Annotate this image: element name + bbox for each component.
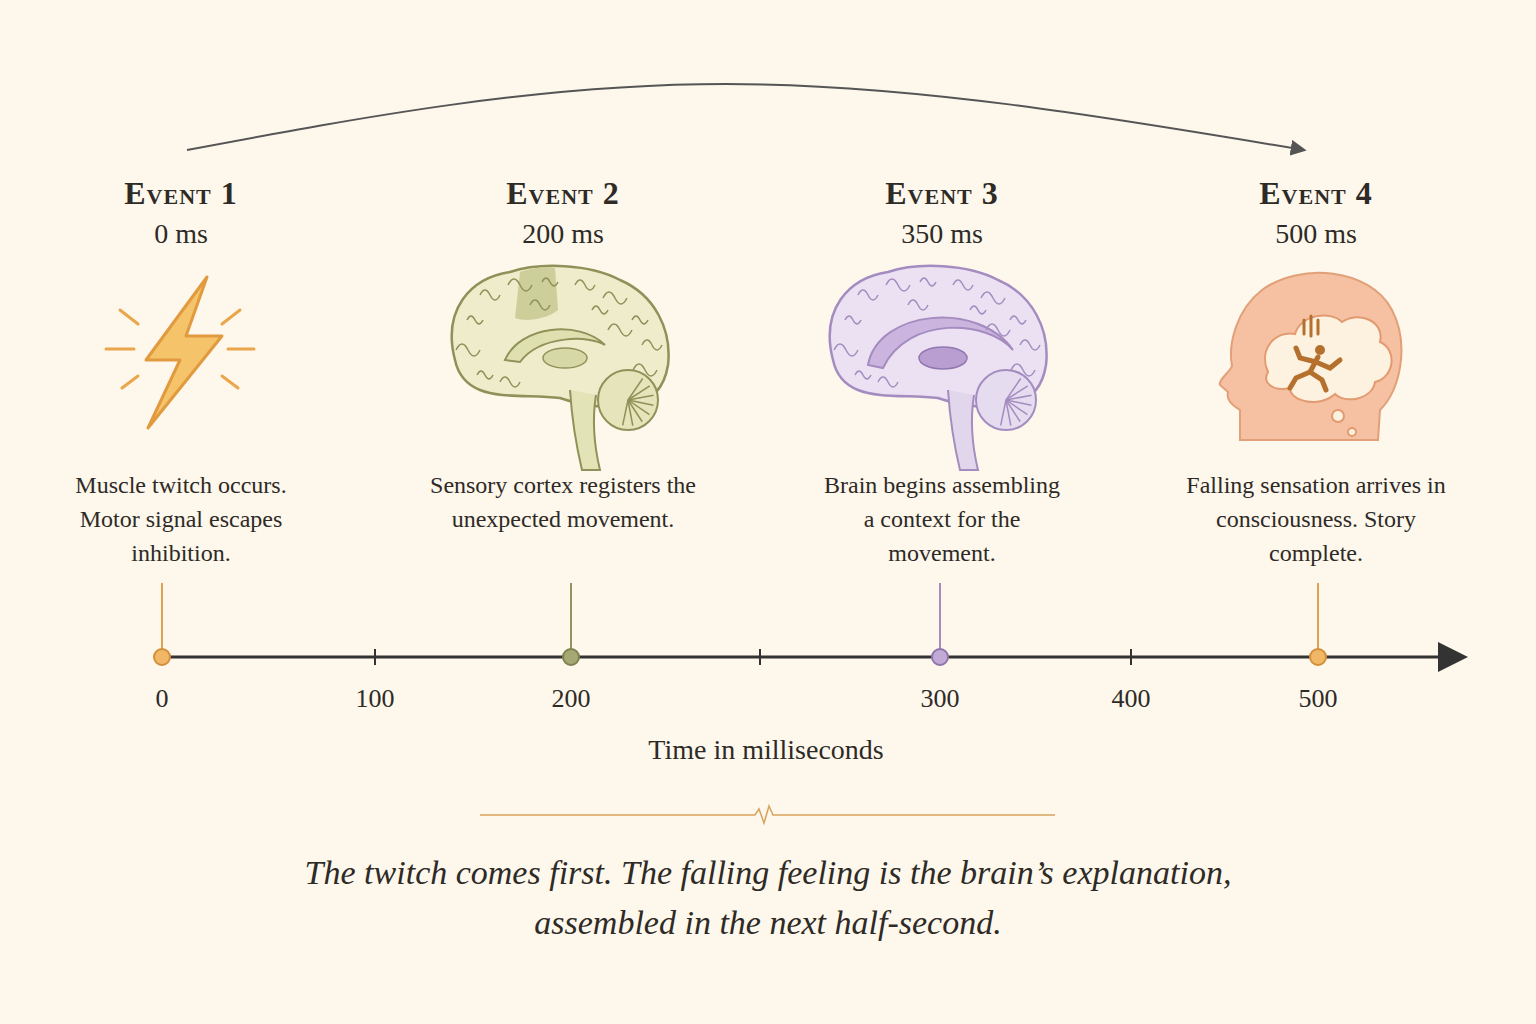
brain-sensory-icon [452, 266, 669, 470]
event-column: Event 3 350 ms Brain begins assembling a c… [782, 150, 1102, 580]
caption: The twitch comes first. The falling feel… [268, 848, 1268, 948]
tick-label: 400 [1112, 684, 1151, 714]
brain-context-icon [830, 266, 1047, 470]
event-column: Event 4 500 ms Falling sensation arrives i… [1156, 150, 1476, 580]
lightning-icon [106, 277, 254, 428]
tick-label: 200 [552, 684, 591, 714]
event-heading: Event 2 [403, 175, 723, 212]
axis-title: Time in milliseconds [648, 734, 883, 766]
time-axis [154, 583, 1462, 665]
timeline-arc [187, 84, 1304, 150]
head-falling-icon [1220, 273, 1402, 440]
event-description: Falling sensation arrives in consciousne… [1176, 468, 1456, 570]
event-heading: Event 1 [31, 175, 331, 212]
event-time: 0 ms [31, 218, 331, 250]
tick-label: 100 [356, 684, 395, 714]
event-heading: Event 3 [782, 175, 1102, 212]
event-description: Muscle twitch occurs. Motor signal escap… [61, 468, 301, 570]
event-description: Sensory cortex registers the unexpected … [423, 468, 703, 536]
tick-label: 300 [921, 684, 960, 714]
tick-label: 0 [156, 684, 169, 714]
event-time: 350 ms [782, 218, 1102, 250]
event-description: Brain begins assembling a context for th… [817, 468, 1067, 570]
event-time: 500 ms [1156, 218, 1476, 250]
event-heading: Event 4 [1156, 175, 1476, 212]
event-time: 200 ms [403, 218, 723, 250]
tick-label: 500 [1299, 684, 1338, 714]
event-column: Event 2 200 ms Sensory cortex registers th… [403, 150, 723, 580]
divider-line [480, 806, 1055, 823]
event-column: Event 1 0 ms Muscle twitch occurs. Motor s… [31, 150, 331, 580]
